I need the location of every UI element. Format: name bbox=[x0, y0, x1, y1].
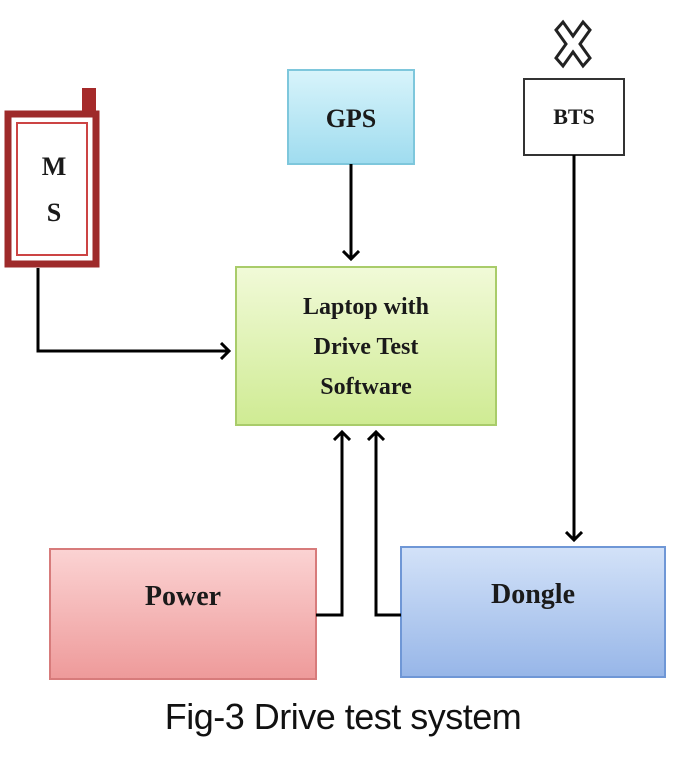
connectors bbox=[36, 155, 574, 617]
ms-node: M S bbox=[4, 88, 100, 268]
bts-box bbox=[523, 78, 625, 156]
arrow-power-to-laptop bbox=[316, 432, 342, 617]
dongle-box bbox=[400, 546, 666, 678]
gps-box bbox=[287, 69, 415, 165]
laptop-label-line2: Drive Test bbox=[314, 334, 419, 360]
laptop-label-line1: Laptop with bbox=[303, 294, 429, 320]
ms-frame bbox=[4, 110, 100, 268]
figure-caption: Fig-3 Drive test system bbox=[164, 696, 522, 737]
laptop-box bbox=[235, 266, 497, 426]
ms-inner-frame bbox=[16, 122, 88, 256]
ms-label-line2: S bbox=[47, 198, 61, 227]
arrow-ms-to-laptop bbox=[36, 268, 229, 351]
bts-node: BTS bbox=[523, 19, 625, 156]
power-node: Power bbox=[49, 548, 317, 680]
power-box bbox=[49, 548, 317, 680]
gps-label: GPS bbox=[326, 104, 377, 133]
ms-label-line1: M bbox=[42, 152, 67, 181]
power-label: Power bbox=[145, 581, 221, 612]
gps-node: GPS bbox=[287, 69, 415, 165]
arrow-dongle-to-laptop bbox=[376, 432, 401, 617]
dongle-label: Dongle bbox=[491, 579, 575, 610]
dongle-node: Dongle bbox=[400, 546, 666, 678]
laptop-label-line3: Software bbox=[320, 374, 412, 400]
laptop-node: Laptop with Drive Test Software bbox=[235, 266, 497, 426]
bts-label: BTS bbox=[553, 104, 595, 129]
antenna-icon bbox=[554, 19, 592, 69]
